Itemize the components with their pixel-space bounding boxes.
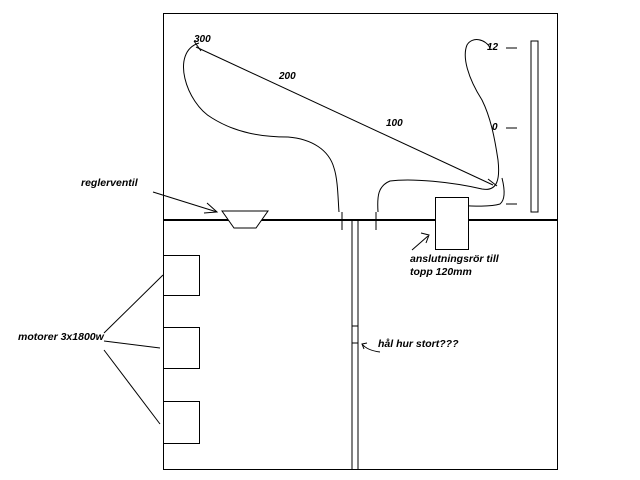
diagonal-end-tick bbox=[487, 178, 498, 187]
motor-label: motorer 3x1800w bbox=[18, 331, 105, 343]
gauge-bar bbox=[530, 40, 539, 213]
diagonal-scale-line bbox=[195, 46, 494, 186]
gauge-label-12: 12 bbox=[487, 42, 499, 53]
outer-frame bbox=[163, 13, 558, 470]
connection-pipe-box bbox=[435, 197, 469, 250]
valve-arrow-head bbox=[203, 202, 219, 214]
motor-box-3 bbox=[163, 401, 200, 444]
motor-box-2 bbox=[163, 327, 200, 369]
hole-arrow-head bbox=[361, 342, 368, 350]
tick-300 bbox=[193, 40, 202, 52]
motor-leader-3 bbox=[103, 349, 161, 425]
gauge-label-0: 0 bbox=[492, 122, 498, 133]
hole-arrow-line bbox=[361, 343, 381, 353]
valve-arrow-line bbox=[152, 191, 218, 213]
reglerventil-label: reglerventil bbox=[81, 177, 139, 189]
motor-box-1 bbox=[163, 255, 200, 296]
motor-leader-1 bbox=[103, 274, 164, 334]
left-lobe-curve bbox=[183, 42, 340, 213]
hole-size-label: hål hur stort??? bbox=[378, 338, 459, 350]
scale-label-100: 100 bbox=[386, 118, 403, 129]
connection-pipe-label-line2: topp 120mm bbox=[410, 266, 472, 278]
scale-label-300: 300 bbox=[194, 34, 211, 45]
motor-leader-2 bbox=[103, 340, 161, 349]
connection-arrow-head bbox=[420, 232, 430, 244]
scale-label-200: 200 bbox=[278, 71, 296, 82]
connection-arrow-line bbox=[411, 235, 429, 251]
valve-shape bbox=[221, 210, 269, 229]
connection-pipe-label-line1: anslutningsrör till bbox=[410, 253, 500, 265]
right-hook-curve bbox=[377, 39, 500, 213]
